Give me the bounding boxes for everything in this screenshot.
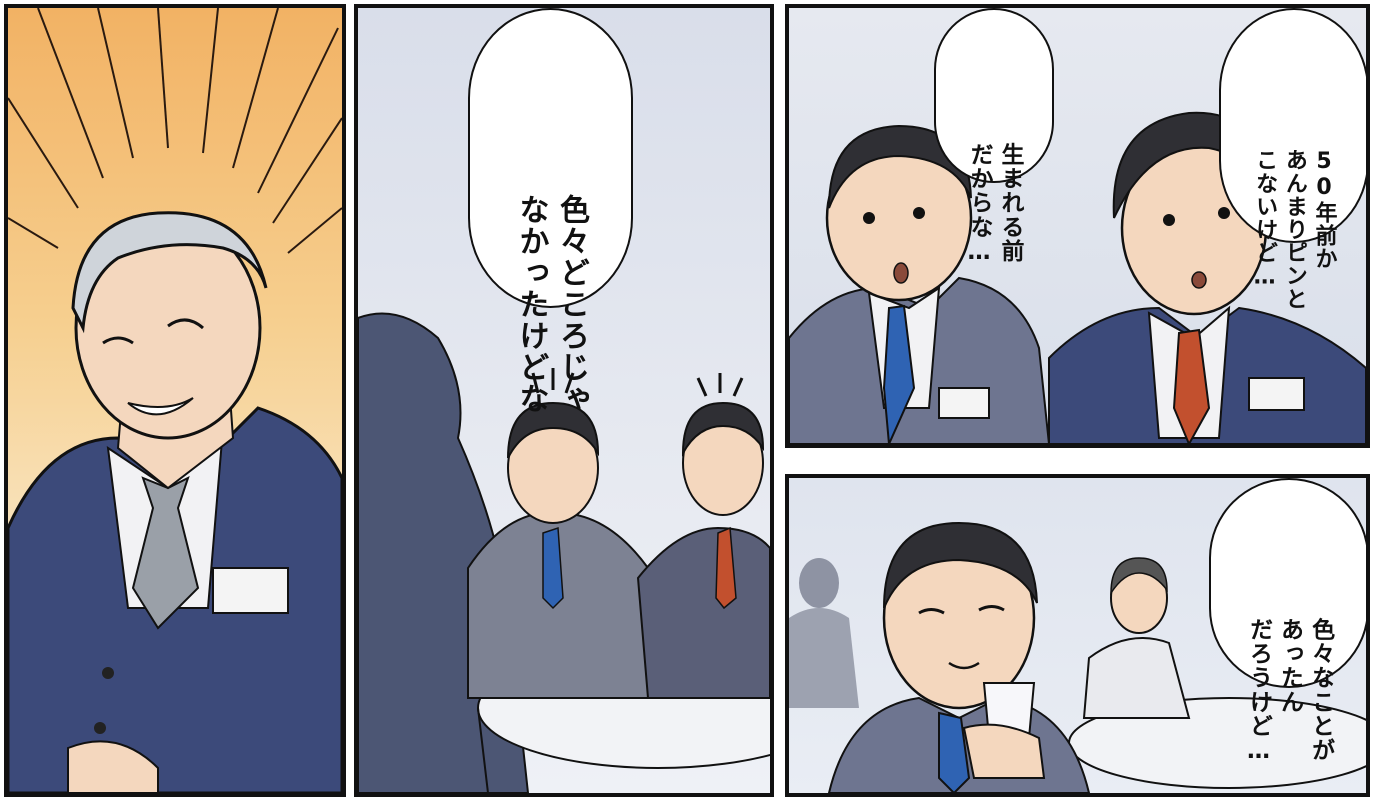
panel-1-illustration <box>8 8 342 793</box>
speech-line-1: 50年前か <box>1311 149 1337 271</box>
panel-4-illustration <box>789 521 1366 793</box>
speech-line-1: 色々なことが <box>1307 617 1334 763</box>
speech-text-left: 生まれる前 だからな… <box>932 8 1056 266</box>
radiating-lines <box>8 8 342 254</box>
speech-text: 色々なことが あったん だろうけど… <box>1211 478 1366 766</box>
speech-text-right: 50年前か あんまりピンと こないけど… <box>1220 8 1366 311</box>
panel-2: 色々どころじゃ なかったけどな <box>354 4 774 797</box>
panel-4: 色々なことが あったん だろうけど… <box>785 474 1370 797</box>
speech-line-3: こないけど… <box>1252 149 1278 291</box>
speech-line-2: あんまりピンと <box>1281 149 1307 311</box>
speech-line-2: だからな… <box>966 142 992 266</box>
speech-line-1: 生まれる前 <box>997 142 1024 263</box>
speech-bubble: 色々どころじゃ なかったけどな <box>468 8 633 414</box>
speech-bubble-right: 50年前か あんまりピンと こないけど… <box>1219 8 1366 311</box>
speech-line-2: なかったけどな <box>513 193 549 415</box>
panel-1 <box>4 4 346 797</box>
surprise-marks <box>531 368 744 397</box>
panel-2-illustration <box>358 312 770 793</box>
speech-line-1: 色々どころじゃ <box>554 193 589 415</box>
speech-bubble-left: 生まれる前 だからな… <box>934 8 1054 266</box>
speech-bubble: 色々なことが あったん だろうけど… <box>1209 478 1366 766</box>
speech-text: 色々どころじゃ なかったけどな <box>470 8 632 415</box>
speech-line-3: だろうけど… <box>1245 617 1272 766</box>
panel-3: 生まれる前 だからな… 50年前か あんまりピンと こないけど… <box>785 4 1370 448</box>
speech-line-2: あったん <box>1276 617 1303 715</box>
